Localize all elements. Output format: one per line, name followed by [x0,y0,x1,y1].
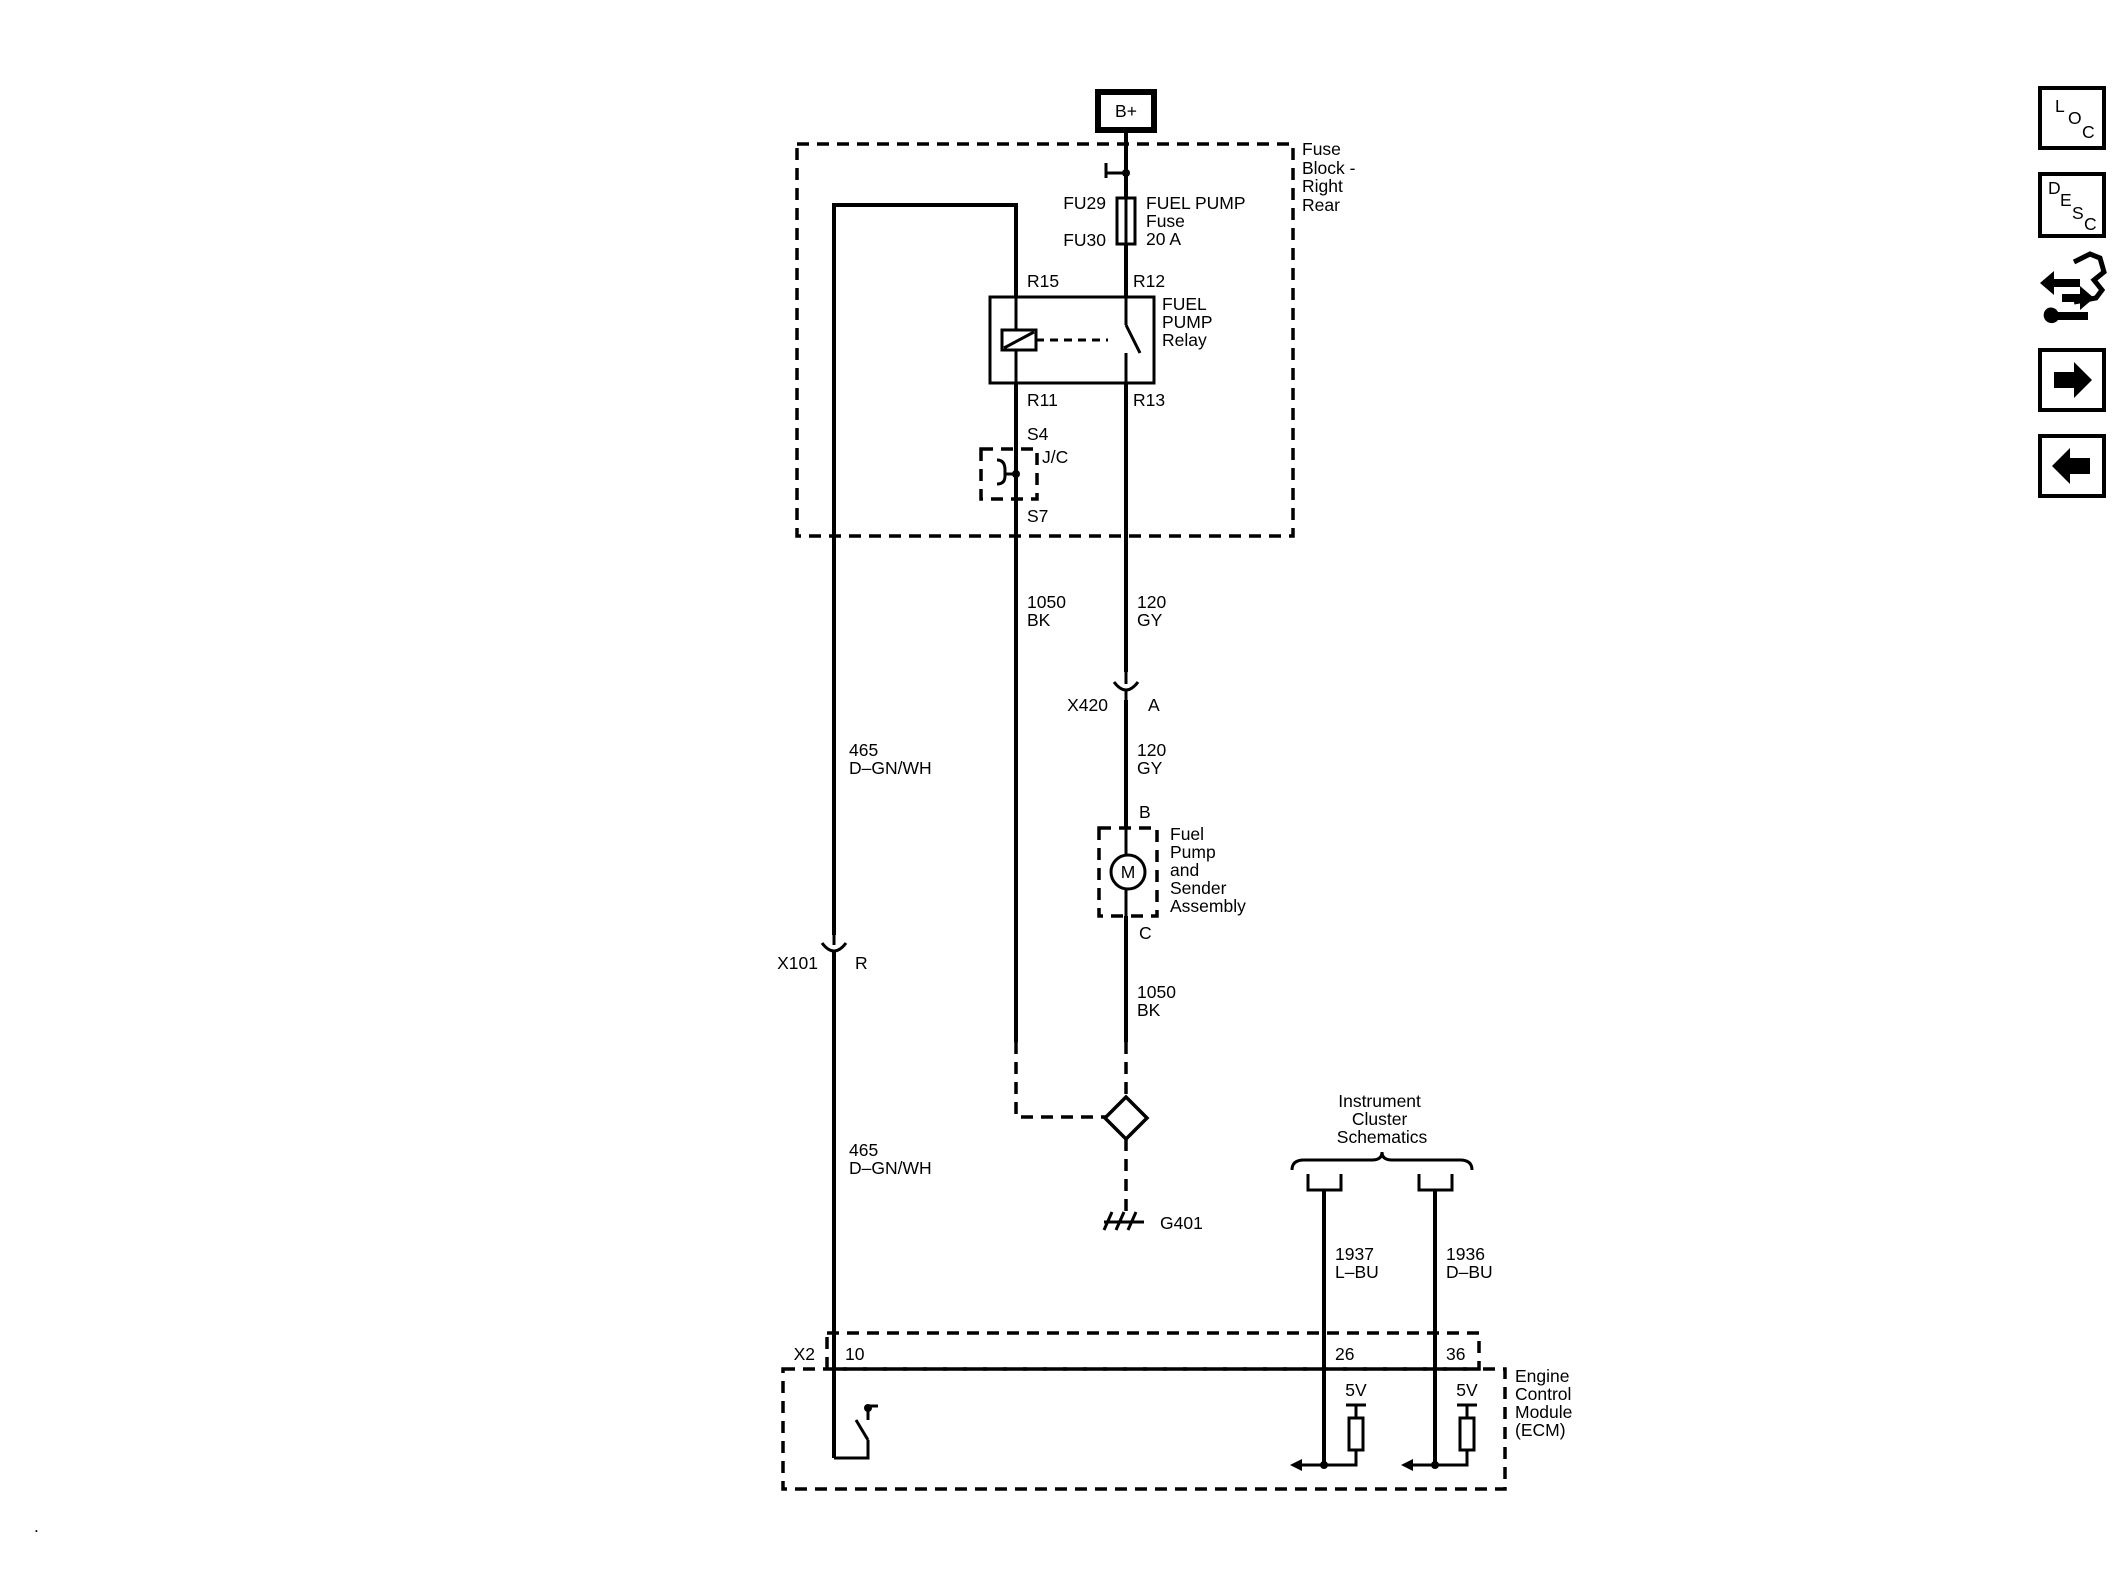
ecm-pullup-36 [1401,1403,1477,1471]
ground-splice [1102,1094,1150,1142]
jc-label: J/C [1042,447,1068,467]
fuse-block-outline [795,142,1295,538]
fuel-pump-fuse [1115,196,1137,246]
jc-pin-s7: S7 [1027,506,1048,526]
cluster-connector-1937 [1306,1174,1343,1192]
svg-text:C: C [2084,214,2097,234]
wire-465-top-circuit: 465 [849,740,878,760]
wire-1050-top-circuit: 1050 [1027,592,1066,612]
previous-page-button[interactable] [2038,434,2106,498]
arrow-right-icon [2054,362,2092,398]
ecm-connector-x2-outline [825,1331,1481,1371]
wire-1937-color: L–BU [1335,1262,1379,1282]
connector-tool-icon [2040,251,2107,324]
svg-text:C: C [2082,122,2095,142]
motor-label: M [1121,862,1136,882]
fuse-label: FUEL PUMP Fuse 20 A [1146,193,1250,249]
wire-120-top-circuit: 120 [1137,592,1166,612]
next-page-button[interactable] [2038,348,2106,412]
wire-465-bottom-color: D–GN/WH [849,1158,932,1178]
connector-x420 [1112,672,1140,700]
ecm-ref-5v-26: 5V [1345,1380,1367,1400]
relay-pin-r11: R11 [1027,390,1058,410]
ecm-label: Engine Control Module (ECM) [1515,1366,1577,1440]
wire-120-mid-circuit: 120 [1137,740,1166,760]
fuse-terminal-fu30: FU30 [1063,230,1106,250]
wire-1936-circuit: 1936 [1446,1244,1485,1264]
connector-x420-name: X420 [1067,695,1108,715]
battery-positive-label: B+ [1115,101,1137,121]
wire-1050-bottom-color: BK [1137,1000,1161,1020]
ecm-outline [781,1367,1507,1491]
ecm-ref-5v-36: 5V [1456,1380,1478,1400]
svg-text:O: O [2068,108,2082,128]
corner-mark: . [34,1516,39,1536]
pump-pin-b: B [1139,802,1151,822]
ecm-pin-10: 10 [845,1344,865,1364]
wire-120-top-color: GY [1137,610,1163,630]
cluster-label: Instrument Cluster Schematics [1337,1091,1428,1147]
ecm-pin-26: 26 [1335,1344,1354,1364]
svg-text:D: D [2048,178,2061,198]
ecm-connector-x2: X2 [794,1344,815,1364]
connector-x101-name: X101 [777,953,818,973]
connector-x420-pin: A [1148,695,1160,715]
ground-symbol [1102,1211,1144,1231]
description-button[interactable]: D E S C [2038,172,2106,238]
connector-x101-pin: R [855,953,868,973]
connector-tool-button[interactable] [2040,251,2107,324]
jc-pin-s4: S4 [1027,424,1049,444]
relay-pin-r15: R15 [1027,271,1059,291]
wire-465-bottom-circuit: 465 [849,1140,878,1160]
wire-1050-top-color: BK [1027,610,1051,630]
wire-465-top-color: D–GN/WH [849,758,932,778]
connector-x101 [820,935,848,1458]
svg-text:E: E [2060,190,2072,210]
svg-text:S: S [2072,203,2084,223]
relay-pin-r12: R12 [1133,271,1165,291]
cluster-brace [1290,1151,1474,1171]
pump-label: Fuel Pump and Sender Assembly [1170,824,1246,916]
location-button[interactable]: L O C [2038,86,2106,150]
relay-pin-r13: R13 [1133,390,1165,410]
wire-1937-circuit: 1937 [1335,1244,1374,1264]
fuel-pump-relay [988,295,1156,385]
svg-text:L: L [2055,96,2065,116]
junction-connector [979,447,1039,501]
motor-symbol [1109,853,1147,891]
wire-1050-bottom-circuit: 1050 [1137,982,1176,1002]
relay-label: FUEL PUMP Relay [1162,294,1217,350]
cluster-connector-1936 [1417,1174,1454,1192]
desc-icon: D E S C [2048,178,2097,234]
wire-ground-run-left [1014,1042,1106,1119]
fuse-terminal-fu29: FU29 [1063,193,1106,213]
wire-120-mid-color: GY [1137,758,1163,778]
ecm-pin-36: 36 [1446,1344,1465,1364]
fuse-block-label: Fuse Block - Right Rear [1302,139,1360,215]
fuel-pump-assembly: M [1097,826,1159,918]
wire-1936-color: D–BU [1446,1262,1493,1282]
pump-pin-c: C [1139,923,1152,943]
wire-465-loop [832,203,1018,935]
loc-icon: L O C [2055,96,2095,142]
ecm-pullup-26 [1290,1403,1366,1471]
ecm-input-switch [834,1404,878,1460]
battery-positive-source: B+ [1095,89,1157,133]
bus-bar-tap [1104,163,1130,178]
ground-label: G401 [1160,1213,1203,1233]
arrow-left-icon [2052,448,2090,484]
